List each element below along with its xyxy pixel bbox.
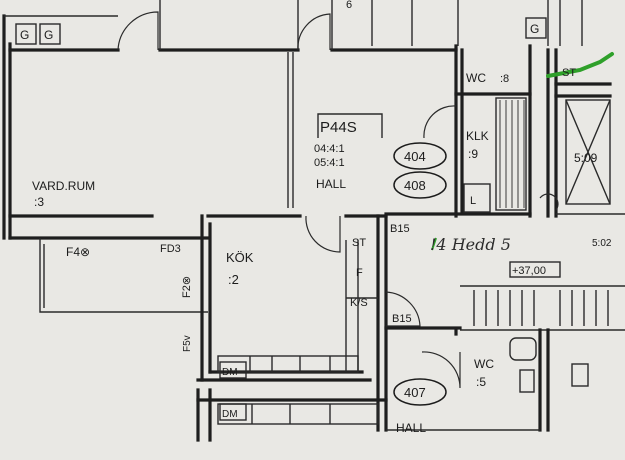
wc-bottom-name: WC [474,357,494,371]
klk-number: :9 [468,147,478,161]
b15-bottom-label: B15 [392,313,412,325]
marker-404-oval [393,142,447,170]
hall-bottom-label: HALL [396,421,426,435]
fd3-label: FD3 [160,243,181,255]
labels: P44S 04:4:1 05:4:1 HALL 404 408 407 VARD… [20,0,612,435]
f2-label: F2⊗ [181,276,193,298]
wc-bottom-number: :5 [476,375,486,389]
st-kitchen-label: ST [352,237,366,249]
marker-407-oval [393,378,447,406]
stairs [473,290,609,326]
fixtures [15,17,611,425]
door-swings [117,11,559,389]
f4-label: F4⊗ [66,245,90,259]
area-line-1: 04:4:1 [314,143,345,155]
g-label-3: G [530,22,539,36]
st-top-label: ST [562,67,576,79]
living-room-name: VARD.RUM [32,179,95,193]
l-label: L [470,195,476,207]
hall-label: HALL [316,177,346,191]
kitchen-number: :2 [228,272,239,287]
ks-label: K/S [350,297,368,309]
g-label-2: G [44,28,53,42]
dm-top-label: DM [222,367,238,378]
green-tick [431,237,437,251]
room-502-partial: 5:02 [592,238,612,249]
f5-label: F5v [182,335,193,352]
living-room-number: :3 [34,195,44,209]
marker-407: 407 [404,385,426,400]
wc-top-name: WC [466,71,486,85]
elevation-label: +37,00 [512,265,546,277]
area-line-2: 05:4:1 [314,157,345,169]
green-marker-stroke [546,52,614,78]
room-509-label: 5:09 [574,151,598,165]
dm-bottom-label: DM [222,409,238,420]
walls [2,0,625,442]
kitchen-name: KÖK [226,250,254,265]
klk-name: KLK [466,129,489,143]
g-label-1: G [20,28,29,42]
label-6-partial: 6 [346,0,352,11]
handwritten-note: !4 Hedd 5 [430,235,511,254]
apartment-code: P44S [320,119,357,136]
f-label: F [356,267,363,279]
wc-top-number: :8 [500,73,509,85]
b15-top-label: B15 [390,223,410,235]
marker-408: 408 [404,178,426,193]
marker-408-oval [393,171,447,199]
marker-404: 404 [404,149,426,164]
